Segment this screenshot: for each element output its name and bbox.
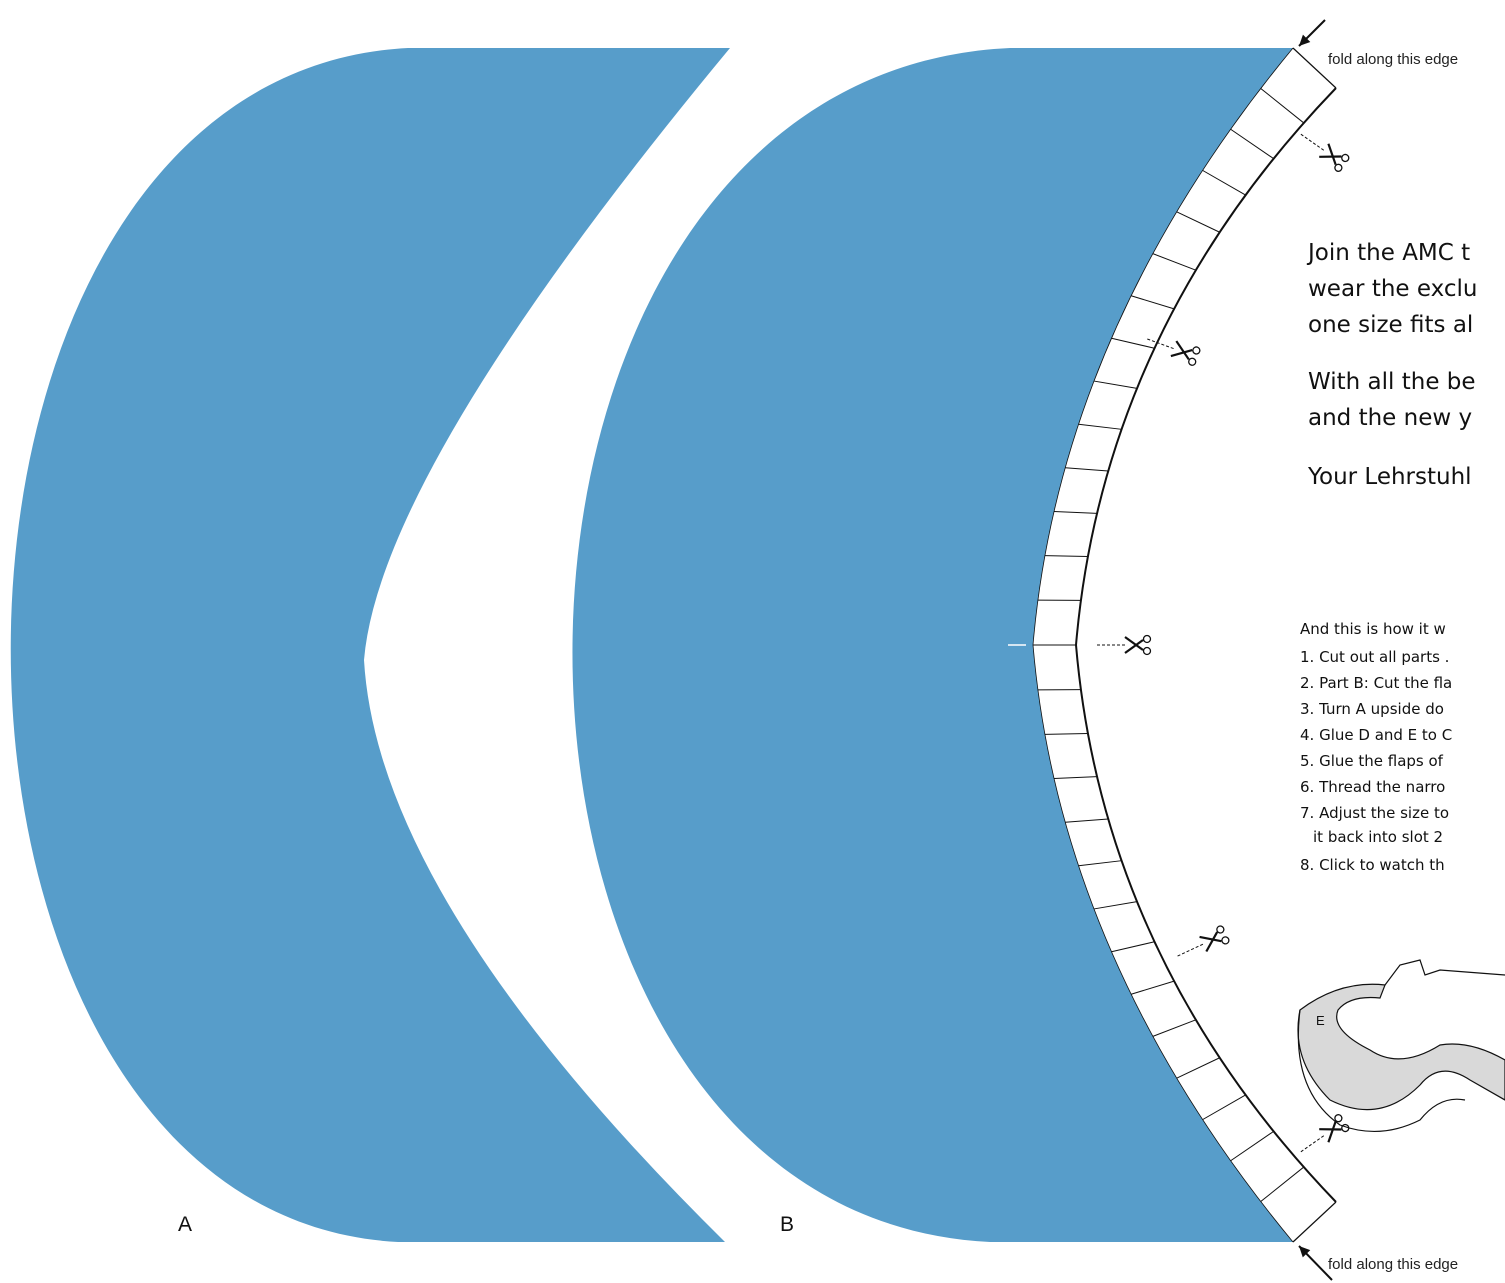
instruction-step: 8. Click to watch th [1300,856,1445,874]
flap-divider [1152,1019,1197,1037]
flap-divider [1176,211,1220,233]
flap-divider [1044,555,1088,557]
scissors-handle [1142,646,1152,656]
scissors-icon [1300,133,1350,172]
scissors-blade [1327,143,1337,166]
part-label-b: B [780,1213,795,1236]
flap-divider [1202,1094,1246,1121]
arrow-icon [1299,34,1311,46]
fold-label-top: fold along this edge [1328,51,1459,68]
diagram-label-e: E [1316,1013,1325,1028]
scissors-blade [1175,340,1190,361]
flap-divider [1065,467,1109,472]
intro-line: wear the exclu [1308,276,1478,302]
scissors-blade [1319,155,1342,158]
instruction-step: 2. Part B: Cut the fla [1300,674,1453,692]
part-b-shape [572,48,1293,1242]
flap-divider [1176,1057,1220,1079]
flap-end-bottom [1292,1201,1337,1243]
fold-label-bottom: fold along this edge [1328,1256,1459,1273]
flap-strip-background [1033,48,1336,1242]
flap-divider [1152,253,1197,271]
scissors-blade [1327,1120,1337,1143]
flap-divider [1111,941,1155,953]
scissors-handle [1341,1123,1350,1133]
part-a-shape [10,48,730,1242]
instruction-step: 1. Cut out all parts . [1300,648,1450,666]
flap-divider [1111,337,1155,349]
instruction-step: it back into slot 2 [1313,828,1444,846]
scissors-blade [1124,639,1144,654]
flap-divider [1230,128,1274,160]
headband-drawing [1297,983,1505,1111]
flap-divider [1054,511,1098,514]
flap-divider [1054,776,1098,779]
scissors-blade [1124,636,1144,651]
flap-end-top [1292,47,1337,89]
scissors-handle [1334,1114,1343,1123]
intro-line: and the new y [1308,405,1473,431]
scissors-blade [1205,931,1219,953]
assembly-diagram [1297,959,1505,1132]
instruction-step: 3. Turn A upside do [1300,700,1444,718]
scissors-icon [1177,925,1230,957]
flap-divider [1130,980,1175,995]
flap-divider [1093,901,1138,910]
flap-divider [1078,423,1122,430]
flap-divider [1093,380,1138,389]
flap-divider [1230,1130,1274,1162]
scissors-blade [1199,935,1222,943]
arrow-icon [1299,1246,1311,1258]
scissors-handle [1341,153,1350,163]
scissors-icon [1300,1114,1350,1153]
flap-divider [1260,88,1305,124]
flap-divider [1065,818,1109,823]
part-label-a: A [178,1213,193,1236]
scissors-blade [1170,348,1193,358]
instruction-step: 5. Glue the flaps of [1300,752,1443,770]
cut-line [1300,1134,1326,1153]
part-b-fill [572,48,1293,1242]
flap-divider [1202,169,1246,196]
instruction-step: 7. Adjust the size to [1300,804,1450,822]
instruction-step: 6. Thread the narro [1300,778,1446,796]
cut-line [1177,942,1205,957]
scissors-handle [1188,357,1197,366]
scissors-handle [1192,346,1201,355]
headband-tab [1384,959,1505,986]
cut-line [1300,133,1326,152]
intro-line: With all the be [1308,369,1476,395]
headband-outline [1297,1009,1466,1132]
scissors-blade [1319,1128,1342,1131]
instruction-step: 4. Glue D and E to C [1300,726,1453,744]
scissors-handle [1216,925,1225,934]
intro-line: one size fits al [1308,312,1474,338]
flap-divider [1130,295,1175,310]
flap-divider [1044,733,1088,735]
scissors-icon [1097,634,1152,656]
glue-flaps-strip [1008,47,1337,1243]
scissors-handle [1334,163,1343,172]
flap-divider [1260,1166,1305,1202]
intro-line: Your Lehrstuhl [1308,464,1472,490]
fold-arrows [1298,19,1333,1281]
flap-divider [1078,860,1122,867]
scissors-handle [1221,936,1230,945]
scissors-handle [1142,634,1152,644]
intro-line: Join the AMC t [1308,240,1471,266]
instructions-heading: And this is how it w [1300,620,1446,638]
part-a-fill [10,48,730,1242]
